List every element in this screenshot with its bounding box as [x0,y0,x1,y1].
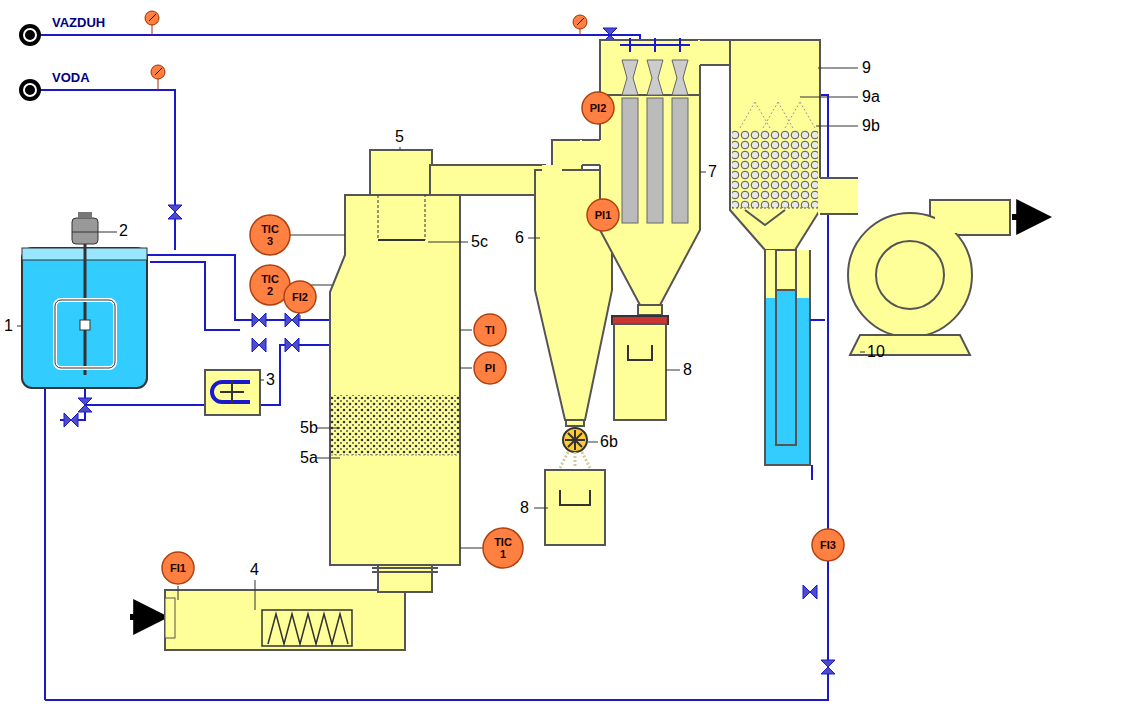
callout-number: 9 [862,59,871,77]
instrument-circle: TIC 3 [249,214,291,256]
callout-number: 8 [520,499,529,517]
instrument-circle: TIC 1 [482,527,524,569]
instrument-tag: FI2 [292,291,308,303]
instrument-circle: FI2 [283,280,317,314]
callout-number: 3 [266,371,275,389]
instrument-tag: TIC 1 [490,536,516,560]
instrument-tag: PI [485,362,495,374]
exhaust-fan [848,200,1045,355]
instrument-tag: PI1 [595,209,612,221]
callout-number: 9a [862,88,880,106]
callout-number: 8 [683,361,692,379]
instrument-circle: TI [473,313,507,347]
line-label: VAZDUH [52,14,105,32]
callout-number: 6 [515,229,524,247]
bag-filter [580,38,700,420]
instrument-circle: FI1 [161,551,195,585]
instrument-circle: PI1 [586,198,620,232]
valves [64,28,835,674]
spray-dryer-column [330,150,545,592]
instrument-circle: PI2 [581,91,615,125]
instrument-tag: PI2 [590,102,607,114]
instrument-tag: TIC 3 [257,223,283,247]
instrument-circle: FI3 [811,528,845,562]
callout-number: 9b [862,117,880,135]
callout-number: 5b [300,419,318,437]
instrument-tag: FI3 [820,539,836,551]
instrument-tag: TIC 2 [257,273,283,297]
leader-lines [17,68,865,610]
gauges [145,11,587,90]
line-label: VODA [52,69,90,87]
pump [205,370,260,415]
mixing-tank [22,212,147,388]
callout-number: 5a [300,449,318,467]
instrument-tag: TI [485,324,495,336]
instrument-tag: FI1 [170,562,186,574]
callout-number: 1 [4,317,13,335]
callout-number: 7 [708,163,717,181]
callout-number: 5c [471,233,488,251]
pipe-lines [40,35,828,700]
wet-scrubber [698,40,858,480]
air-heater [130,590,405,650]
sources [19,24,41,101]
callout-number: 5 [395,128,404,146]
instrument-circle: PI [473,351,507,385]
callout-number: 6b [600,433,618,451]
callout-number: 4 [250,561,259,579]
callout-number: 10 [867,343,885,361]
callout-number: 2 [119,222,128,240]
